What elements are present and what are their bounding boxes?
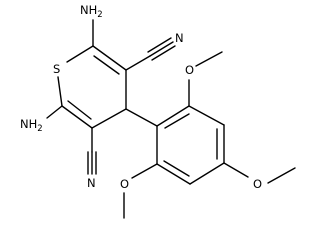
bond-c6-nh2 [46,105,63,119]
bond-o-methyl-para [267,167,296,184]
bond-ar4-o [223,162,249,178]
label-nh2-top: NH2 [80,3,103,20]
chemical-structure-diagram: NH2 S NH2 N N O O O [20,3,296,219]
bond-c3-c2 [92,45,127,71]
label-nitrile-n-bottom: N [87,176,96,190]
label-oxygen-top: O [185,63,194,77]
triple-bond-top-2 [147,37,172,53]
bond-c5-c4 [91,108,127,129]
label-oxygen-bottom: O [120,177,129,191]
bond-ar6-o [131,163,158,179]
bond-ar2-ar3 [188,105,225,126]
triple-bond-top-1 [149,41,174,57]
label-nh2-bottom: NH2 [20,117,43,134]
triple-bond-top-3 [151,45,176,61]
bond-ar1-ar2-double [164,113,190,129]
bond-o-methyl-top [195,51,223,67]
nitrile-top [125,37,176,71]
bond-ar5-ar6 [156,163,191,185]
bond-ar1-ar2 [156,105,190,127]
bond-c4-aryl [125,108,158,127]
bond-c2-s [66,45,94,63]
benzene-ring [156,105,225,185]
bond-ar4-ar5 [189,162,225,185]
bond-c6-c5 [61,105,93,129]
bond-c6-c5-double [67,100,92,120]
thiopyran-ring [57,45,127,129]
bond-c3-cn [125,55,151,71]
nitrile-bottom [87,127,97,175]
bond-s-c6 [57,76,63,107]
bond-ar5-ar6-double [163,160,190,177]
label-sulfur: S [53,62,60,76]
label-nitrile-n-top: N [175,31,184,45]
label-oxygen-para: O [253,177,262,191]
bond-c3-c2-double [93,55,120,75]
